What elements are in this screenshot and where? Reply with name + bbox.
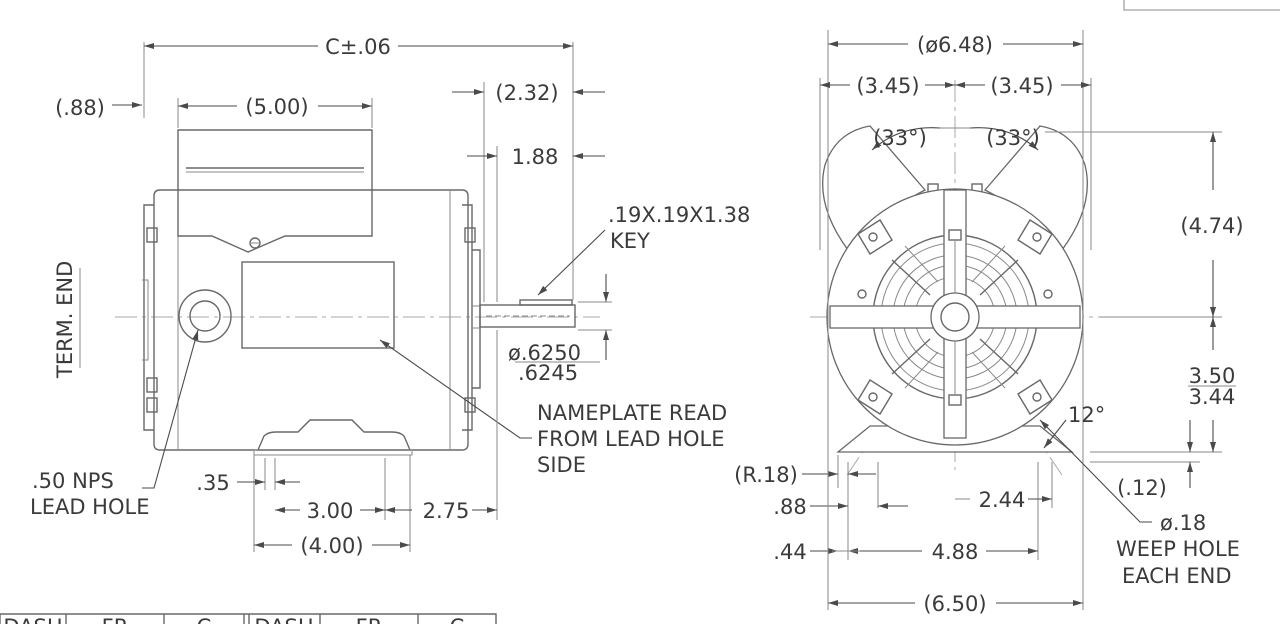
nameplate (241, 261, 395, 349)
dim-slot-44: .44 (773, 540, 806, 564)
dim-base-thickness: (.12) (1117, 476, 1167, 500)
motor-body-outline (142, 189, 481, 451)
table-header: C (197, 615, 212, 624)
lead-hole (178, 289, 232, 343)
lead-hole-note-line1: .50 NPS (32, 469, 114, 493)
dash-table: DASH FR C DASH FR C (0, 613, 497, 624)
dim-base-length: (4.00) (300, 534, 363, 558)
dim-angle-left: (33°) (873, 126, 927, 150)
endbell-vents (829, 189, 1081, 439)
dim-shaft-dia-min: .6245 (518, 361, 578, 385)
weep-hole-line1: ø.18 (1160, 511, 1206, 535)
dim-foot-radius: (R.18) (734, 463, 798, 487)
dim-center-offset: 2.44 (979, 488, 1026, 512)
dim-shaft-extension: (2.32) (495, 81, 558, 105)
table-header: FR (102, 615, 129, 624)
nameplate-note-line1: NAMEPLATE READ (537, 401, 727, 425)
end-view: (ø6.48) (3.45) (3.45) (33°) (33°) (4.74)… (734, 30, 1244, 616)
dim-base-to-shaft: 2.75 (423, 499, 470, 523)
dim-overall-length: C±.06 (325, 35, 391, 59)
dim-slot-88: .88 (773, 495, 806, 519)
dim-end-offset: (.88) (55, 96, 105, 120)
term-end-label: TERM. END (53, 261, 77, 379)
title-block-frame (1123, 0, 1280, 11)
dim-mount-width: 4.88 (932, 540, 979, 564)
table-header: DASH (3, 615, 62, 624)
key-label: KEY (610, 229, 650, 253)
dim-half-right: (3.45) (990, 74, 1053, 98)
dim-base-width: (6.50) (923, 592, 986, 616)
weep-hole-line2: WEEP HOLE (1116, 537, 1240, 561)
table-header: C (450, 615, 465, 624)
dim-shaft-height-min: 3.44 (1189, 385, 1236, 409)
mounting-lugs (857, 219, 1053, 415)
dim-shaft-height-max: 3.50 (1189, 364, 1236, 388)
dim-shaft-dia-max: ø.6250 (508, 341, 581, 365)
weep-hole-line3: EACH END (1122, 564, 1232, 588)
mounting-base (253, 419, 413, 456)
dim-angle-right: (33°) (986, 126, 1040, 150)
shaft (479, 299, 576, 328)
key-spec: .19X.19X1.38 (608, 203, 750, 227)
dim-box-width: (5.00) (245, 95, 308, 119)
lead-hole-note-line2: LEAD HOLE (30, 495, 149, 519)
table-header: FR (356, 615, 383, 624)
dim-base-slot: .35 (196, 471, 229, 495)
nameplate-note-line2: FROM LEAD HOLE (537, 427, 724, 451)
dim-top-height: (4.74) (1180, 214, 1243, 238)
capacitor-box (177, 129, 373, 253)
dim-overall-dia: (ø6.48) (917, 33, 993, 57)
side-view: C±.06 (.88) (5.00) (2.32) 1.88 .19X.19X1… (30, 35, 750, 558)
dim-base-mount: 3.00 (307, 499, 354, 523)
dim-shaft-usable: 1.88 (512, 145, 559, 169)
nameplate-note-line3: SIDE (537, 453, 586, 477)
table-header: DASH (254, 615, 313, 624)
dim-foot-angle: 12° (1068, 403, 1105, 427)
dim-half-left: (3.45) (856, 74, 919, 98)
